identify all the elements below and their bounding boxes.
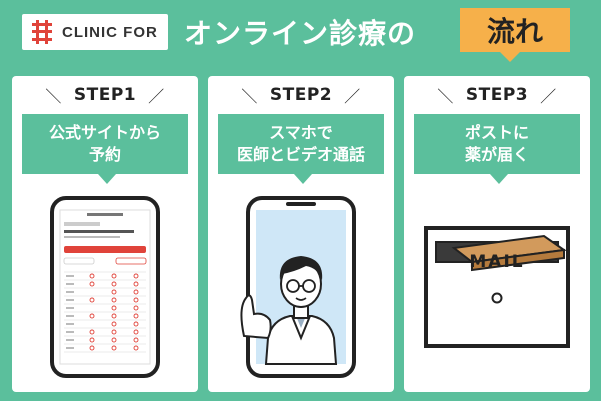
- step-card-1: ＼ STEP1 ／ 公式サイトから 予約: [12, 76, 198, 392]
- step-title: ポストに 薬が届く: [414, 114, 580, 184]
- step-title: 公式サイトから 予約: [22, 114, 188, 184]
- doctor-video-call-icon: [240, 196, 356, 378]
- mailbox-icon: [424, 226, 570, 348]
- mailbox-label: MAIL: [469, 252, 525, 272]
- flow-badge: 流れ: [460, 8, 570, 62]
- smartphone-booking-icon: [50, 196, 160, 378]
- step-label: ＼ STEP1 ／: [45, 85, 165, 106]
- step-label: ＼ STEP3 ／: [437, 85, 557, 106]
- step-card-3: ＼ STEP3 ／ ポストに 薬が届く MAIL: [404, 76, 590, 392]
- step-title: スマホで 医師とビデオ通話: [218, 114, 384, 184]
- step-label: ＼ STEP2 ／: [241, 85, 361, 106]
- logo-text: CLINIC FOR: [62, 23, 158, 41]
- step-card-2: ＼ STEP2 ／ スマホで 医師とビデオ通話: [208, 76, 394, 392]
- clinic-logo[interactable]: CLINIC FOR: [22, 14, 168, 50]
- clinic-cross-icon: [32, 20, 52, 44]
- page-title: オンライン診療の: [184, 17, 417, 50]
- header: CLINIC FOR オンライン診療の 流れ: [0, 0, 601, 70]
